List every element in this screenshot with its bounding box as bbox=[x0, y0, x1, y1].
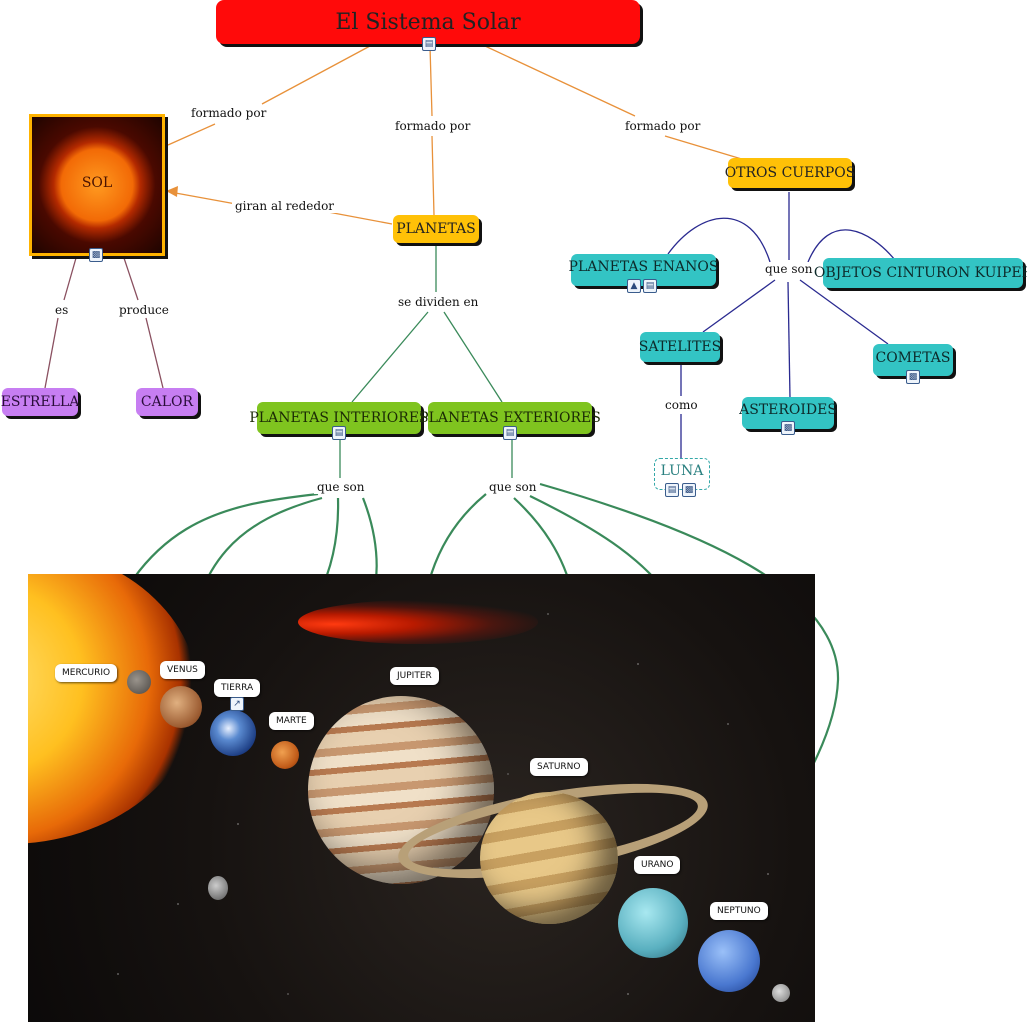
arrowhead-sol bbox=[166, 186, 178, 197]
planetas-interiores-label: PLANETAS INTERIORES bbox=[249, 410, 429, 426]
calor-node[interactable]: CALOR bbox=[136, 388, 198, 416]
cometas-node[interactable]: COMETAS bbox=[873, 344, 953, 376]
map-title[interactable]: El Sistema Solar bbox=[216, 0, 640, 44]
link-label-que-son-otros: que son bbox=[762, 262, 816, 276]
jupiter-tag[interactable]: JUPITER bbox=[390, 667, 439, 685]
satelites-node[interactable]: SATELITES bbox=[638, 332, 722, 362]
marte-tag[interactable]: MARTE bbox=[269, 712, 314, 730]
link-queson-satelites bbox=[702, 279, 776, 333]
link-title-sol bbox=[167, 45, 371, 146]
sun-image bbox=[32, 117, 162, 253]
moon-small bbox=[772, 984, 790, 1002]
link-sol-estrella bbox=[44, 257, 77, 389]
link-queson-enanos bbox=[667, 217, 771, 263]
planetas-enanos-label: PLANETAS ENANOS bbox=[568, 259, 719, 275]
satelites-label: SATELITES bbox=[638, 339, 722, 355]
link-label-es: es bbox=[52, 303, 72, 317]
link-label-que-son-interiores: que son bbox=[314, 480, 368, 494]
venus-tag[interactable]: VENUS bbox=[160, 661, 205, 679]
sol-label: SOL bbox=[81, 175, 113, 191]
link-label-se-dividen: se dividen en bbox=[395, 295, 482, 309]
urano-tag[interactable]: URANO bbox=[634, 856, 681, 874]
link-queson-asteroides bbox=[787, 281, 791, 399]
link-label-formado-por: formado por bbox=[622, 119, 704, 133]
link-label-formado-por: formado por bbox=[188, 106, 270, 120]
link-planetas-sol bbox=[169, 191, 393, 225]
link-queson-kuiper bbox=[807, 229, 896, 263]
mercurio-tag[interactable]: MERCURIO bbox=[55, 664, 118, 682]
kuiper-node[interactable]: OBJETOS CINTURON KUIPER bbox=[814, 258, 1027, 288]
link-title-planetas bbox=[429, 45, 435, 216]
video-icon[interactable]: ▩ bbox=[682, 483, 696, 497]
sol-node[interactable]: SOL bbox=[29, 114, 165, 256]
planetas-exteriores-label: PLANETAS EXTERIORES bbox=[419, 410, 601, 426]
jupiter-planet bbox=[308, 696, 494, 884]
asteroid bbox=[208, 876, 228, 900]
urano-planet bbox=[618, 888, 688, 958]
otros-cuerpos-label: OTROS CUERPOS bbox=[724, 165, 856, 181]
link-label-formado-por: formado por bbox=[392, 119, 474, 133]
neptuno-planet bbox=[698, 930, 760, 992]
document-icon[interactable]: ▤ bbox=[503, 426, 517, 440]
video-icon[interactable]: ▩ bbox=[781, 421, 795, 435]
document-icon[interactable]: ▤ bbox=[665, 483, 679, 497]
link-label-como: como bbox=[662, 398, 701, 412]
cometas-label: COMETAS bbox=[875, 350, 951, 366]
link-icon[interactable]: ↗ bbox=[230, 697, 244, 711]
saturno-planet bbox=[480, 792, 618, 924]
neptuno-tag[interactable]: NEPTUNO bbox=[710, 902, 768, 920]
link-sol-calor bbox=[123, 257, 164, 389]
venus-planet bbox=[160, 686, 202, 728]
link-label-que-son-exteriores: que son bbox=[486, 480, 540, 494]
video-icon[interactable]: ▩ bbox=[89, 248, 103, 262]
mercurio-planet bbox=[127, 670, 151, 694]
asteroides-node[interactable]: ASTEROIDES bbox=[739, 397, 837, 429]
document-icon[interactable]: ▤ bbox=[422, 37, 436, 51]
link-label-produce: produce bbox=[116, 303, 172, 317]
planetas-node[interactable]: PLANETAS bbox=[393, 215, 479, 243]
solar-system-image bbox=[28, 574, 815, 1022]
saturno-tag[interactable]: SATURNO bbox=[530, 758, 588, 776]
kuiper-label: OBJETOS CINTURON KUIPER bbox=[813, 265, 1027, 281]
estrella-node[interactable]: ESTRELLA bbox=[0, 388, 80, 416]
luna-label: LUNA bbox=[660, 463, 704, 479]
tierra-planet bbox=[210, 710, 256, 756]
link-queson-cometas bbox=[799, 279, 889, 345]
comet bbox=[298, 600, 538, 644]
video-icon[interactable]: ▩ bbox=[906, 370, 920, 384]
estrella-label: ESTRELLA bbox=[0, 394, 80, 410]
link-label-giran: giran al rededor bbox=[232, 199, 338, 213]
document-icon[interactable]: ▤ bbox=[332, 426, 346, 440]
planetas-label: PLANETAS bbox=[396, 221, 476, 237]
marte-planet bbox=[271, 741, 299, 769]
document-icon[interactable]: ▤ bbox=[643, 279, 657, 293]
link-title-otros bbox=[484, 45, 746, 161]
tierra-tag[interactable]: TIERRA bbox=[214, 679, 261, 697]
asteroides-label: ASTEROIDES bbox=[739, 402, 837, 418]
image-icon[interactable]: ▲ bbox=[627, 279, 641, 293]
map-title-text: El Sistema Solar bbox=[335, 9, 521, 35]
link-dividen-exteriores bbox=[443, 311, 503, 403]
link-dividen-interiores bbox=[351, 311, 429, 403]
calor-label: CALOR bbox=[140, 394, 194, 410]
otros-cuerpos-node[interactable]: OTROS CUERPOS bbox=[725, 158, 855, 188]
